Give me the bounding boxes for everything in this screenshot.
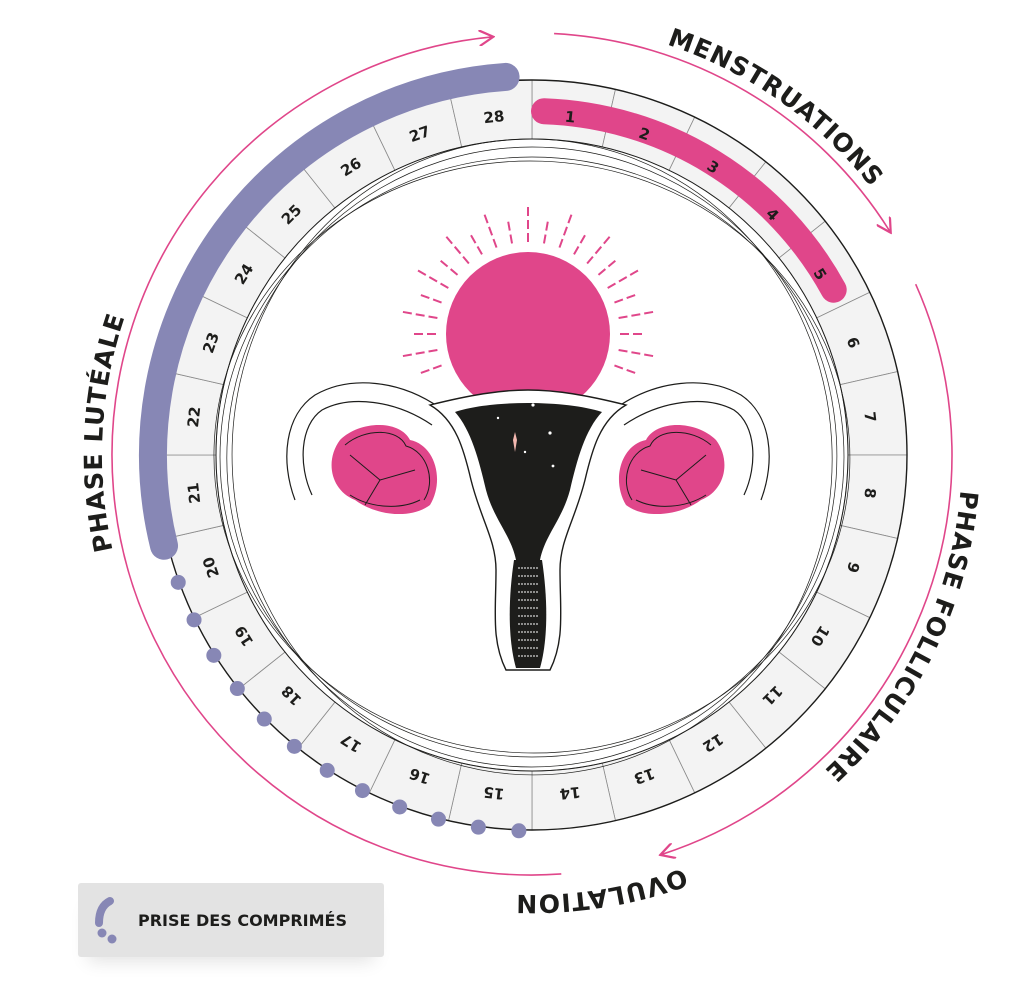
placebo-dot <box>354 783 370 799</box>
sun-ray <box>416 364 442 376</box>
cycle-arrow <box>662 283 953 854</box>
sketch-line <box>219 156 845 758</box>
legend: PRISE DES COMPRIMÉS <box>78 883 384 957</box>
placebo-dot <box>319 762 335 778</box>
sun-ray <box>586 235 612 265</box>
sun-ray <box>618 310 655 320</box>
inner-sketch-lines <box>213 138 851 776</box>
day-label: 1 <box>564 108 576 127</box>
placebo-dot <box>206 647 222 663</box>
cycle-arrow <box>111 37 562 876</box>
sun-ray <box>401 348 438 358</box>
left-fallopian-tube <box>286 382 441 501</box>
sun-ray <box>542 217 550 244</box>
stars <box>496 403 555 468</box>
day-label: 20 <box>199 554 223 580</box>
sun-ray <box>614 364 640 376</box>
sun-rays <box>401 206 655 376</box>
sun-ray <box>468 231 483 255</box>
sun-ray <box>506 217 514 244</box>
placebo-dot <box>470 819 486 835</box>
day-labels: 1234567891011121314151617181920212223242… <box>184 107 879 803</box>
sun-ray <box>573 231 588 255</box>
day-label: 23 <box>199 330 223 356</box>
sun-ray <box>483 213 498 248</box>
placebo-dot <box>256 711 272 727</box>
day-label: 16 <box>407 764 433 788</box>
placebo-dot <box>511 823 527 839</box>
sun-ray <box>444 235 470 265</box>
sun <box>446 252 610 416</box>
day-label: 22 <box>184 406 204 429</box>
placebo-dot <box>170 574 186 590</box>
placebo-dot <box>229 681 245 697</box>
left-flower <box>331 425 438 515</box>
sketch-line <box>226 146 838 768</box>
day-label: 15 <box>483 783 506 803</box>
sun-ray <box>558 213 573 248</box>
day-label: 28 <box>483 107 506 127</box>
sun-ray <box>416 292 442 304</box>
legend-label: PRISE DES COMPRIMÉS <box>138 910 347 930</box>
sun-ray <box>614 292 640 304</box>
menstruation-arc <box>531 98 847 303</box>
sun-ray <box>436 257 459 276</box>
right-flower <box>618 425 725 515</box>
pill-intake-icon <box>95 897 117 944</box>
sun-ray <box>607 269 640 289</box>
day-label: 8 <box>860 487 879 499</box>
sketch-line <box>213 160 851 754</box>
day-label: 7 <box>860 411 879 423</box>
placebo-dot <box>430 811 446 827</box>
right-fallopian-tube <box>615 382 770 501</box>
sun-ray <box>597 257 620 276</box>
sun-ray <box>618 348 655 358</box>
sun-ray <box>401 310 438 320</box>
day-label: 13 <box>631 764 657 788</box>
placebo-dot <box>286 738 302 754</box>
day-label: 21 <box>184 482 204 505</box>
phase-label-ovulation: OVULATION <box>515 863 691 919</box>
cycle-direction-arrows <box>111 32 953 876</box>
sun-ray <box>416 269 449 289</box>
pill-intake-bar <box>139 62 847 839</box>
day-label: 27 <box>407 122 433 146</box>
cycle-arrow <box>554 32 890 232</box>
uterus-illustration <box>286 206 770 671</box>
sketch-line <box>231 138 833 776</box>
uterus-cavity <box>455 403 602 560</box>
day-label: 14 <box>559 783 582 803</box>
phase-label-luteal: PHASE LUTÉALE <box>79 309 131 555</box>
pill-intake-arc <box>139 62 520 560</box>
placebo-dot <box>186 612 202 628</box>
placebo-dot <box>392 799 408 815</box>
cervix <box>509 560 547 668</box>
